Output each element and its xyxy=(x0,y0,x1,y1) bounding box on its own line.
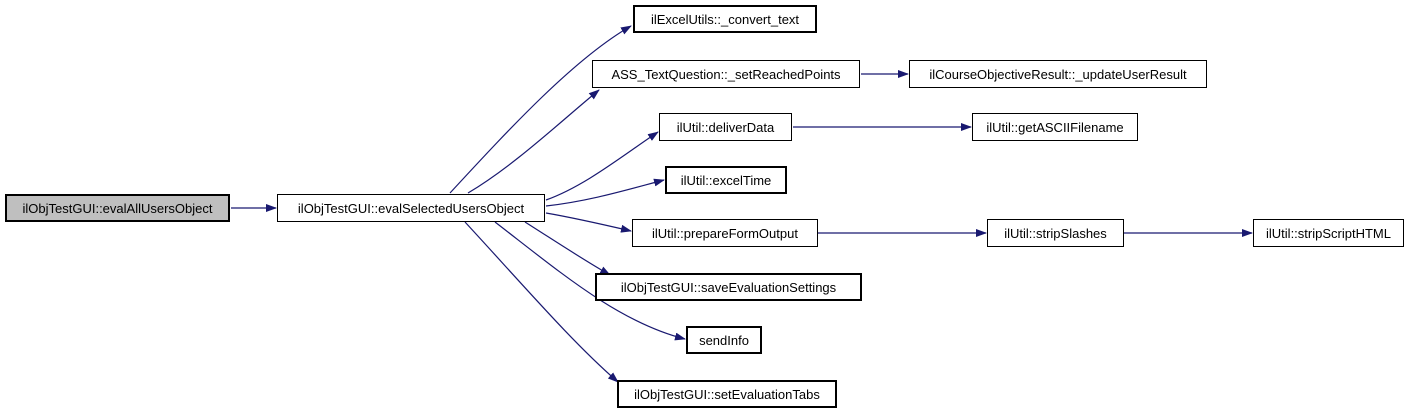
node-saveEvaluationSettings: ilObjTestGUI::saveEvaluationSettings xyxy=(595,273,862,301)
edge-evalSelected-to-convert-text xyxy=(449,25,632,194)
node-prepareFormOutput[interactable]: ilUtil::prepareFormOutput xyxy=(632,219,818,247)
edge-evalSelected-to-prepareFormOutput xyxy=(545,212,632,233)
node-stripScriptHTML[interactable]: ilUtil::stripScriptHTML xyxy=(1253,219,1404,247)
node-sendInfo: sendInfo xyxy=(686,326,762,354)
node-evalSelectedUsersObject[interactable]: ilObjTestGUI::evalSelectedUsersObject xyxy=(277,194,545,222)
edge-evalSelected-to-deliverData xyxy=(545,131,659,201)
edge-evalSelected-to-setEvaluationTabs xyxy=(464,221,619,383)
node-excelTime: ilUtil::excelTime xyxy=(665,166,787,194)
edge-evalSelected-to-excelTime xyxy=(545,178,665,207)
node-getASCIIFilename[interactable]: ilUtil::getASCIIFilename xyxy=(972,113,1138,141)
edge-evalSelected-to-sendInfo xyxy=(494,221,686,341)
node-setReachedPoints[interactable]: ASS_TextQuestion::_setReachedPoints xyxy=(592,60,860,88)
node-stripSlashes[interactable]: ilUtil::stripSlashes xyxy=(987,219,1124,247)
node-evalAllUsersObject: ilObjTestGUI::evalAllUsersObject xyxy=(5,194,230,222)
edge-evalSelected-to-saveEvaluationSettings xyxy=(524,221,611,276)
node-setEvaluationTabs: ilObjTestGUI::setEvaluationTabs xyxy=(617,380,837,408)
node-deliverData[interactable]: ilUtil::deliverData xyxy=(659,113,792,141)
node-convert-text: ilExcelUtils::_convert_text xyxy=(633,5,817,33)
node-updateUserResult[interactable]: ilCourseObjectiveResult::_updateUserResu… xyxy=(909,60,1207,88)
edge-evalSelected-to-setReachedPoints xyxy=(467,89,600,194)
